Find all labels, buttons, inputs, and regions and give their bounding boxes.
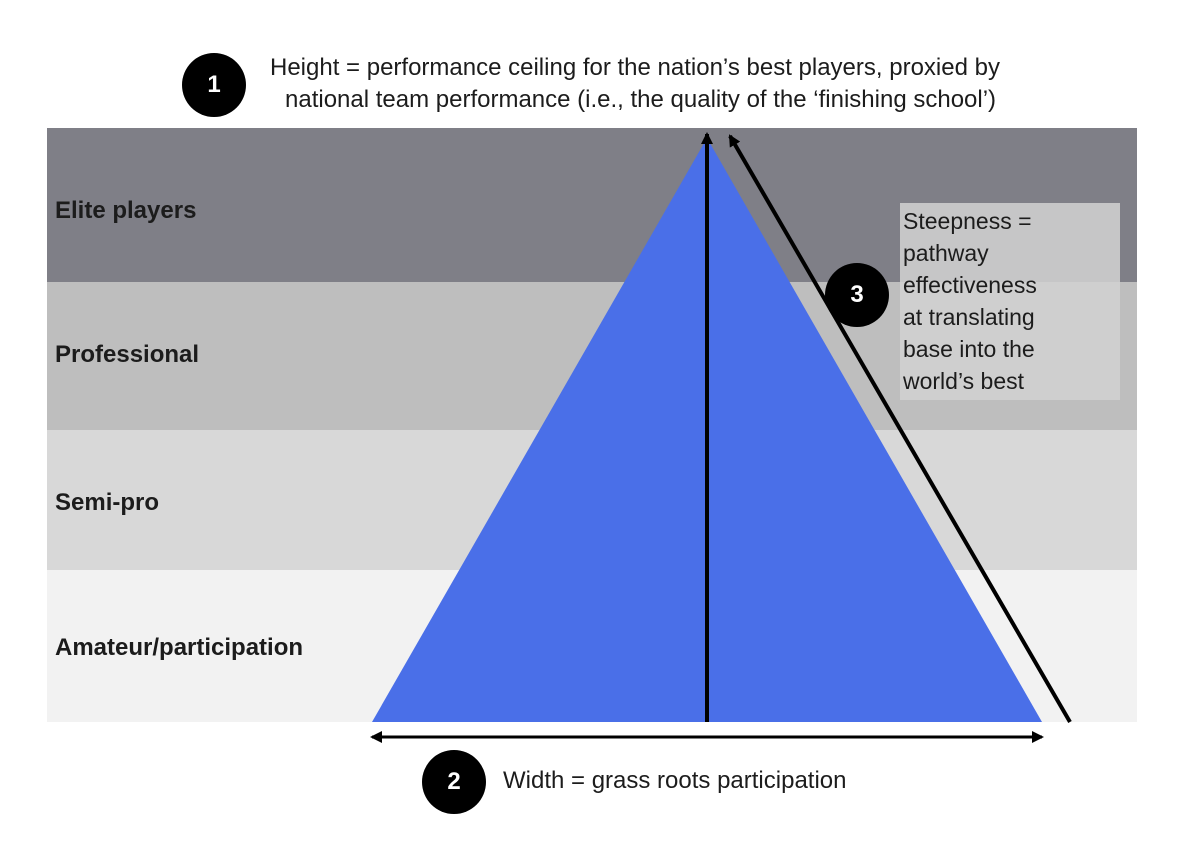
steepness-arrow — [728, 134, 1072, 724]
callout-badge-height: 1 — [182, 53, 246, 117]
steepness-caption-line: effectiveness — [903, 272, 1037, 298]
tier-label-amateur: Amateur/participation — [55, 634, 304, 661]
tier-label-semi-pro: Semi-pro — [55, 489, 160, 516]
steepness-caption-line: base into the — [903, 336, 1035, 362]
height-caption-line: national team performance (i.e., the qua… — [285, 86, 997, 113]
steepness-caption-line: at translating — [903, 304, 1035, 330]
steepness-caption: Steepness = pathway effectiveness at tra… — [903, 205, 1037, 397]
steepness-box — [900, 203, 1120, 400]
steepness-caption-line: pathway — [903, 240, 989, 266]
tier-label-elite: Elite players — [55, 197, 197, 224]
callout-badge-width: 2 — [422, 750, 486, 814]
steepness-caption-line: Steepness = — [903, 208, 1032, 234]
tier-label-professional: Professional — [55, 341, 200, 368]
callout-badge-steepness: 3 — [825, 263, 889, 327]
height-caption-line: Height = performance ceiling for the nat… — [270, 54, 1000, 81]
width-caption: Width = grass roots participation — [503, 767, 847, 794]
height-caption: Height = performance ceiling for the nat… — [270, 52, 1000, 116]
steepness-caption-line: world’s best — [903, 368, 1025, 394]
